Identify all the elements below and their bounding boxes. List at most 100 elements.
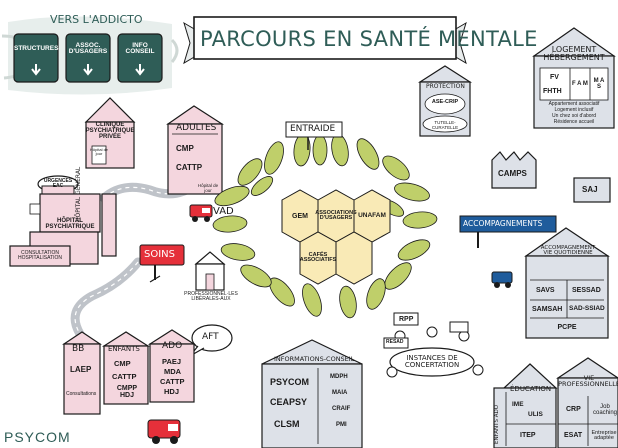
pro-entreprise: Entreprise adaptée bbox=[591, 429, 617, 441]
adultes-building bbox=[166, 105, 225, 195]
saj-building bbox=[573, 177, 611, 203]
hospital-building bbox=[9, 175, 117, 267]
hopital-consult: CONSULTATION HOSPITALISATION bbox=[18, 250, 62, 261]
logement-list-2: Un chez soi d'abord bbox=[551, 113, 597, 119]
soins-sign bbox=[139, 244, 185, 283]
education-header: ÉDUCATION bbox=[510, 385, 552, 393]
hopital-eac: URGENCES EAC bbox=[43, 178, 73, 189]
logement-fv: FV bbox=[550, 74, 559, 81]
ado-mda: MDA bbox=[164, 367, 182, 376]
education-ime: IME bbox=[512, 401, 524, 408]
hex-unafam: UNAFAM bbox=[358, 211, 386, 219]
logement-fhth: FHTH bbox=[543, 88, 562, 95]
logement-list-1: Logement inclusif bbox=[554, 107, 594, 113]
pro-job: Job coaching bbox=[592, 404, 618, 416]
infos-header: INFORMATIONS-CONSEIL bbox=[274, 355, 355, 363]
enfants-consultations: Consultations bbox=[66, 391, 97, 397]
hex-gem: GEM bbox=[292, 212, 308, 220]
logement-mas: M A S bbox=[593, 78, 605, 90]
entraide-hexes bbox=[281, 189, 391, 285]
logement-list-0: Appartement associatif bbox=[548, 101, 600, 107]
accompagnements-car-icon bbox=[491, 271, 513, 288]
protection-tutelle: TUTELLE-CURATELLE bbox=[431, 120, 459, 130]
psycom-logo: PSYCOM bbox=[4, 429, 71, 445]
liberaux-label: PROFESSIONNEL·LES LIBÉRALES-AUX bbox=[184, 291, 238, 302]
hex-associations: ASSOCIATIONS D'USAGERS bbox=[315, 209, 357, 221]
enfants-laep: LAEP bbox=[70, 365, 92, 374]
infos-ceapsy: CEAPSY bbox=[270, 397, 308, 407]
saj-label: SAJ bbox=[582, 185, 598, 194]
instances-label: INSTANCES DE CONCERTATION bbox=[404, 354, 460, 369]
vie-sessad: SESSAD bbox=[572, 287, 601, 294]
addicto-structures: STRUCTURES bbox=[14, 45, 59, 52]
enfants-bb: BB bbox=[72, 344, 85, 354]
ado-cattp: CATTP bbox=[160, 377, 185, 386]
vie-sad-ssiad: SAD-SSIAD bbox=[569, 305, 605, 312]
accompagnements-label: ACCOMPAGNEMENTS bbox=[463, 219, 543, 228]
adultes-cmp: CMP bbox=[176, 144, 194, 153]
logement-fam: F A M bbox=[572, 81, 588, 87]
hex-cafes: CAFÉS ASSOCIATIFS bbox=[299, 251, 337, 263]
enfants-buildings bbox=[62, 329, 197, 415]
education-itep: ITEP bbox=[520, 432, 536, 439]
accompagnements-sign bbox=[459, 215, 557, 248]
addicto-info: INFO CONSEIL bbox=[125, 41, 155, 55]
protection-header: PROTECTION bbox=[426, 83, 465, 90]
soins-label: SOINS bbox=[144, 249, 175, 260]
vie-quotidienne-building bbox=[524, 227, 610, 339]
infos-mdph: MDPH bbox=[330, 374, 348, 380]
vie-samsah: SAMSAH bbox=[532, 306, 563, 313]
camps-building bbox=[491, 151, 537, 189]
adultes-note: Hôpital de jour bbox=[197, 183, 219, 193]
vad-car-icon bbox=[189, 204, 213, 222]
vad-label: VAD bbox=[213, 206, 234, 217]
instances-table bbox=[383, 312, 484, 378]
infos-pmi: PMI bbox=[336, 422, 347, 428]
adultes-header: ADULTES bbox=[176, 123, 217, 133]
logement-building bbox=[532, 27, 616, 129]
addicto-header: VERS L'ADDICTO bbox=[50, 13, 143, 26]
enfants-cmpp: CMPP HDJ bbox=[116, 385, 138, 399]
liberaux-building bbox=[194, 251, 226, 291]
instances-rpp: RPP bbox=[399, 316, 414, 323]
logement-header: LOGEMENT HÉBERGEMENT bbox=[543, 45, 605, 62]
enfants-car-icon bbox=[147, 419, 181, 444]
clinique-label: CLINIQUE PSYCHIATRIQUE PRIVÉE bbox=[85, 122, 135, 140]
pro-esat: ESAT bbox=[564, 432, 583, 439]
title-banner bbox=[183, 16, 467, 65]
education-buildings bbox=[493, 357, 618, 448]
aft-label: AFT bbox=[202, 332, 219, 342]
camps-label: CAMPS bbox=[498, 169, 527, 178]
enfants-cattp: CATTP bbox=[112, 372, 137, 381]
enfants-cmp: CMP bbox=[114, 359, 131, 368]
ado-paej: PAEJ bbox=[162, 357, 182, 366]
vie-pcpe: PCPE bbox=[557, 324, 577, 331]
education-ulis: ULIS bbox=[528, 411, 543, 418]
protection-building bbox=[417, 65, 473, 137]
logement-list-3: Résidence accueil bbox=[553, 119, 595, 125]
addicto-assoc: ASSOC. D'USAGERS bbox=[68, 41, 108, 55]
enfants-enfants: ENFANTS bbox=[108, 345, 140, 353]
hopital-psy: HÔPITAL PSYCHIATRIQUE bbox=[45, 218, 95, 230]
instances-resad: RESAD bbox=[386, 339, 404, 345]
infos-clsm: CLSM bbox=[274, 419, 300, 429]
entraide-signpost bbox=[285, 121, 343, 150]
ado-hdj: HDJ bbox=[164, 387, 180, 396]
page-title: PARCOURS EN SANTÉ MENTALE bbox=[200, 27, 538, 51]
education-side: ENFANTS ADO bbox=[494, 404, 500, 444]
enfants-ado: ADO bbox=[162, 341, 183, 351]
clinique-sub: Hôpital de jour bbox=[90, 147, 109, 156]
protection-ase: ASE-CRIP bbox=[431, 99, 459, 105]
infos-psycom: PSYCOM bbox=[270, 377, 310, 387]
infos-building bbox=[261, 339, 363, 448]
infos-craif: CRAIF bbox=[332, 406, 351, 412]
addicto-board bbox=[1, 16, 179, 95]
vie-pro-header: VIE PROFESSIONNELLE bbox=[558, 373, 618, 388]
entraide-label: ENTRAIDE bbox=[290, 124, 336, 134]
infos-maia: MAIA bbox=[332, 390, 348, 396]
adultes-cattp: CATTP bbox=[176, 163, 203, 172]
vie-savs: SAVS bbox=[536, 287, 555, 294]
pro-crp: CRP bbox=[566, 406, 581, 413]
clinique-building bbox=[84, 97, 136, 169]
